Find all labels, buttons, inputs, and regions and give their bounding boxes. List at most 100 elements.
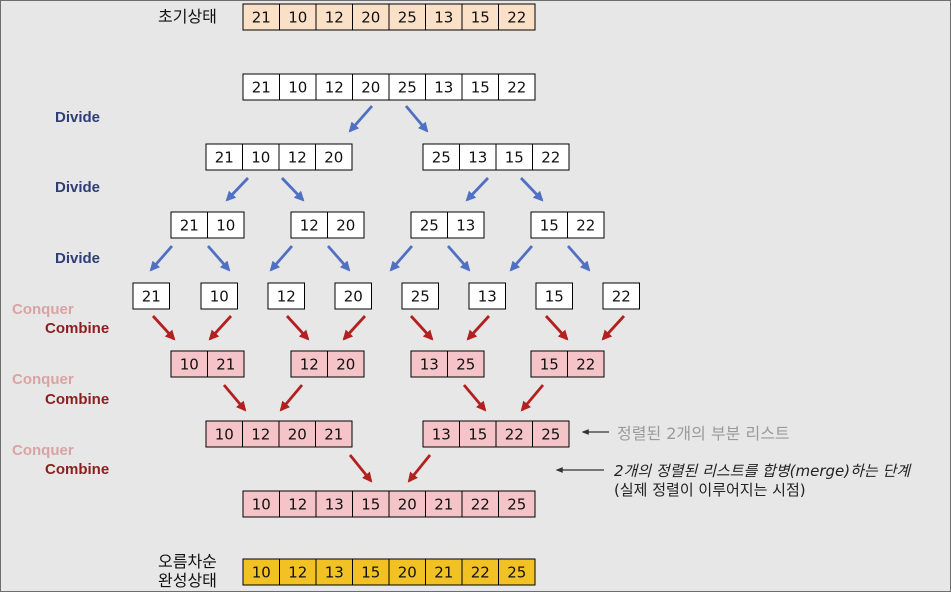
array-divide-level3: 21 [132,282,170,310]
combine-arrow [544,315,569,341]
merge-note: 2개의 정렬된 리스트를 합병(merge)하는 단계 (실제 정렬이 이루어지… [614,462,910,500]
array-cell [401,282,439,310]
cell-value: 21 [216,356,235,374]
combine-arrow [208,315,233,341]
cell-value: 15 [361,496,380,514]
combine-arrow [520,384,545,412]
cell-value: 22 [471,496,490,514]
cell-value: 10 [288,9,307,27]
cell-value: 25 [432,149,451,167]
array-cell [498,558,536,586]
cell-value: 21 [252,79,271,97]
cell-value: 13 [478,288,497,306]
array-cell [530,211,568,239]
conquer-label-2: Conquer [12,371,74,388]
cell-value: 22 [612,288,631,306]
array-cell [315,558,353,586]
cell-value: 20 [324,149,343,167]
divide-label-1: Divide [55,109,101,126]
array-cell [327,211,365,239]
merge-note-line1: 2개의 정렬된 리스트를 합병(merge)하는 단계 [614,462,911,480]
cell-value: 22 [576,217,595,235]
array-cell [410,211,448,239]
cell-value: 25 [411,288,430,306]
array-cell [468,282,506,310]
divide-arrow [326,245,351,272]
array-cell [447,350,485,378]
array-cell [352,3,390,31]
array-cell [170,350,208,378]
cell-value: 13 [434,79,453,97]
array-cell [532,143,570,171]
cell-value: 13 [434,9,453,27]
array-cell [388,73,426,101]
combine-label-2: Combine [45,391,110,408]
cell-value: 10 [252,564,271,582]
divide-arrow [566,245,591,272]
cell-value: 12 [251,426,270,444]
array-divide-level3: 12 [267,282,305,310]
array-cell [242,490,280,518]
array-cell [447,211,485,239]
array-cell [242,558,280,586]
final-label-line2: 완성상태 [158,571,217,590]
divide-label-3: Divide [55,250,101,267]
cell-value: 20 [361,79,380,97]
array-cell [207,350,245,378]
cell-value: 12 [288,496,307,514]
array-divide-level3: 13 [468,282,506,310]
cell-value: 10 [288,79,307,97]
array-cell [267,282,305,310]
cell-value: 12 [288,149,307,167]
combine-label-3: Combine [45,461,110,478]
array-cell [242,3,280,31]
array-cell [530,350,568,378]
cell-value: 25 [541,426,560,444]
array-cell [352,73,390,101]
divide-arrow [149,245,174,272]
merge-note-line2: (실제 정렬이 이루어지는 시점) [614,481,806,499]
array-cell [459,143,497,171]
array-cell [495,420,533,448]
array-cell [279,73,317,101]
cell-value: 21 [434,564,453,582]
array-cell [279,3,317,31]
cell-value: 21 [142,288,161,306]
cell-value: 15 [545,288,564,306]
final-label-line1: 오름차순 [158,552,217,571]
divide-arrow [280,177,305,202]
cell-value: 20 [398,496,417,514]
combine-label-1: Combine [45,320,110,337]
cell-value: 20 [398,564,417,582]
cell-value: 10 [210,288,229,306]
combine-arrow [407,454,432,483]
combine-arrow [342,315,367,341]
array-cell [334,282,372,310]
cell-value: 12 [325,79,344,97]
cell-value: 12 [277,288,296,306]
divide-arrow [206,245,231,272]
array-cell [567,350,605,378]
cell-value: 20 [336,217,355,235]
array-cell [532,420,570,448]
cell-value: 12 [325,9,344,27]
cell-value: 20 [361,9,380,27]
cell-value: 21 [252,9,271,27]
cell-value: 12 [300,356,319,374]
array-cell [498,73,536,101]
array-divide-level3: 25 [401,282,439,310]
divide-arrow [509,245,534,272]
array-cell [290,211,328,239]
cell-value: 10 [215,426,234,444]
conquer-label-1: Conquer [12,301,74,318]
divide-arrow [389,245,414,272]
cell-value: 10 [216,217,235,235]
array-cell [352,558,390,586]
cell-value: 20 [288,426,307,444]
